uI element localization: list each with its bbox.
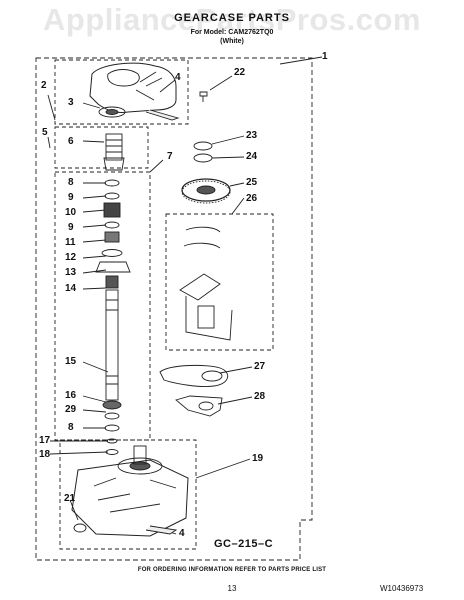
page-number: 13 (227, 584, 237, 593)
callout-14: 14 (65, 283, 77, 294)
lower-box (59, 439, 197, 550)
page-title: GEARCASE PARTS (174, 12, 290, 24)
callout-28: 28 (254, 391, 266, 402)
callout-1: 1 (322, 51, 328, 62)
callout-27: 27 (254, 361, 266, 372)
callout-11: 11 (65, 237, 76, 248)
callout-23: 23 (246, 130, 258, 141)
shift-box (165, 213, 274, 351)
diagram-code: GC–215–C (214, 538, 274, 550)
callout-15: 15 (65, 356, 77, 367)
callout-4-top: 4 (175, 72, 181, 83)
assembly-outline (35, 57, 313, 561)
callout-9-upper: 9 (68, 192, 74, 203)
callout-25: 25 (246, 177, 258, 188)
callout-3: 3 (68, 97, 74, 108)
part-lower-gearcase (71, 459, 189, 537)
callout-7: 7 (167, 151, 173, 162)
ordering-instruction: FOR ORDERING INFORMATION REFER TO PARTS … (137, 567, 327, 573)
callout-13: 13 (65, 267, 77, 278)
callout-17: 17 (39, 435, 51, 446)
part-gearcase-cover (89, 62, 177, 113)
document-number: W10436973 (380, 584, 424, 593)
callout-16: 16 (65, 390, 77, 401)
callout-8-upper: 8 (68, 177, 74, 188)
callout-2: 2 (41, 80, 47, 91)
callout-9-lower: 9 (68, 222, 74, 233)
callout-12: 12 (65, 252, 77, 263)
cover-box (54, 59, 189, 125)
callout-6: 6 (68, 136, 74, 147)
callout-8-lower: 8 (68, 422, 74, 433)
callout-19: 19 (252, 453, 264, 464)
callout-26: 26 (246, 193, 258, 204)
model-subtitle: For Model: CAM2762TQ0 (White) (0, 28, 464, 46)
callout-5: 5 (42, 127, 48, 138)
callout-18: 18 (39, 449, 51, 460)
callout-24: 24 (246, 151, 258, 162)
pinion-box (54, 126, 149, 169)
color-line: (White) (220, 38, 244, 45)
callout-4-bottom: 4 (179, 528, 185, 539)
callout-10: 10 (65, 207, 77, 218)
watermark: AppliancePartsPros.com (43, 2, 421, 37)
callout-29: 29 (65, 404, 77, 415)
callout-22: 22 (234, 67, 246, 78)
model-line: For Model: CAM2762TQ0 (190, 29, 274, 36)
shaft-box (54, 171, 151, 441)
callout-21: 21 (64, 493, 76, 504)
